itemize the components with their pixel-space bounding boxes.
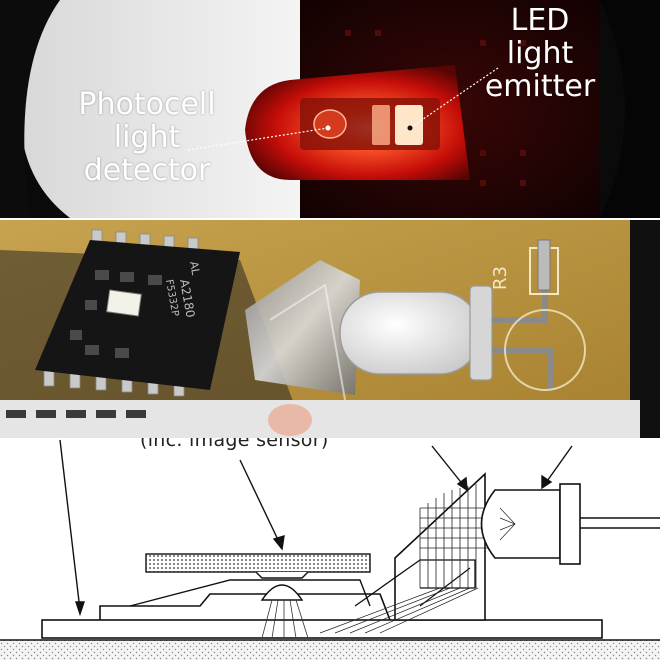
chip-marking-line1: A2180 xyxy=(177,278,198,319)
photocell-lens xyxy=(313,109,347,139)
arrow-base xyxy=(59,439,81,611)
chip-logo: AL xyxy=(187,260,202,277)
cross-section-diagram: (inc. image sensor) xyxy=(0,438,660,660)
led-core xyxy=(395,105,423,145)
arrow-sensor xyxy=(239,459,281,545)
light-guide-prism xyxy=(245,260,360,395)
white-shell xyxy=(20,0,300,218)
led-bulb xyxy=(339,291,481,375)
led-leader xyxy=(409,67,499,129)
pcb-photo: A2180 F5332P AL R3 xyxy=(0,220,660,438)
fingertip xyxy=(268,404,312,436)
base-plate xyxy=(41,619,603,639)
sensor-chip-section xyxy=(145,553,371,573)
pcb-illustration: A2180 F5332P AL R3 xyxy=(0,220,660,438)
led-photocell-photo: Photocell light detector LED light emitt… xyxy=(0,0,660,218)
pcb-silkscreen-label: R3 xyxy=(490,266,511,290)
photocell-label: Photocell light detector xyxy=(78,87,216,188)
image-sensor-window xyxy=(106,289,142,317)
arrow-led xyxy=(544,445,573,485)
led-photocell-illustration xyxy=(0,0,660,218)
led-label: LED light emitter xyxy=(484,3,596,104)
led-section xyxy=(480,489,561,559)
optical-path-diagram xyxy=(0,439,660,660)
arrow-prism xyxy=(431,445,465,487)
sensor-label: (inc. image sensor) xyxy=(140,438,329,451)
